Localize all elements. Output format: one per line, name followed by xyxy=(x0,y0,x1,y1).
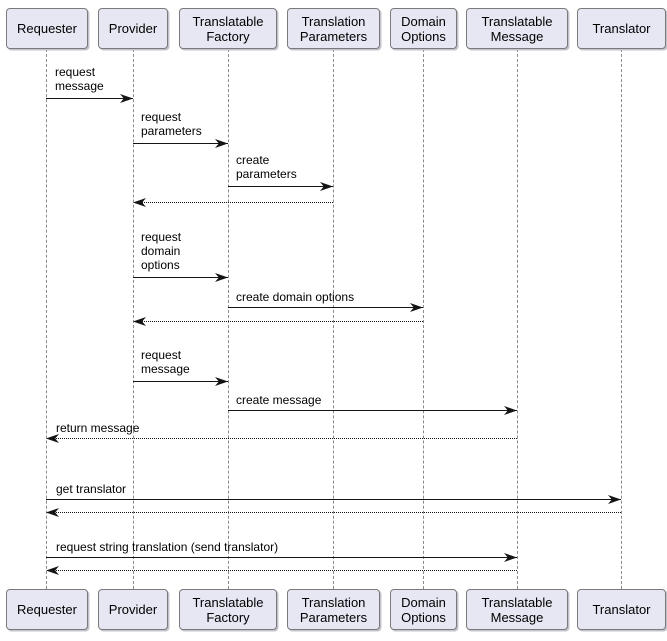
lifeline-requester xyxy=(46,49,47,589)
participant-label: Translator xyxy=(592,21,651,36)
arrow-right-icon xyxy=(504,406,517,415)
arrow-right-icon xyxy=(504,553,517,562)
return-line xyxy=(47,438,517,439)
participant-bottom-translatable-message: Translatable Message xyxy=(466,589,568,630)
lifeline-translatable-factory xyxy=(228,49,229,589)
participant-label: Translatable Factory xyxy=(192,594,264,625)
message-label: create parameters xyxy=(236,153,297,181)
message-label: return message xyxy=(56,421,140,435)
message-line xyxy=(46,499,621,500)
participant-top-translatable-message: Translatable Message xyxy=(466,8,568,49)
return-line xyxy=(47,570,517,571)
lifeline-translation-parameters xyxy=(333,49,334,589)
arrow-right-icon xyxy=(215,377,228,386)
participant-label: Translation Parameters xyxy=(299,13,368,44)
message-line xyxy=(133,277,228,278)
participant-top-requester: Requester xyxy=(6,8,88,49)
participant-label: Translatable Message xyxy=(481,13,553,44)
arrow-left-icon xyxy=(133,198,146,207)
arrow-left-icon xyxy=(46,434,59,443)
participant-bottom-translation-parameters: Translation Parameters xyxy=(287,589,380,630)
message-label: request domain options xyxy=(141,230,182,272)
message-label: request string translation (send transla… xyxy=(56,540,279,554)
message-line xyxy=(228,307,423,308)
arrow-right-icon xyxy=(320,182,333,191)
participant-label: Provider xyxy=(108,602,158,617)
message-line xyxy=(133,143,228,144)
return-line xyxy=(134,321,423,322)
message-line xyxy=(46,557,517,558)
participant-top-domain-options: Domain Options xyxy=(390,8,457,49)
participant-label: Requester xyxy=(17,602,77,617)
participant-label: Requester xyxy=(17,21,77,36)
arrow-left-icon xyxy=(46,508,59,517)
message-line xyxy=(46,98,133,99)
participant-label: Translation Parameters xyxy=(299,594,368,625)
arrow-left-icon xyxy=(46,566,59,575)
arrow-right-icon xyxy=(410,303,423,312)
arrow-left-icon xyxy=(133,317,146,326)
return-line xyxy=(134,202,333,203)
message-label: request message xyxy=(55,65,104,93)
participant-bottom-translatable-factory: Translatable Factory xyxy=(179,589,277,630)
participant-bottom-domain-options: Domain Options xyxy=(390,589,457,630)
message-line xyxy=(133,381,228,382)
participant-top-translator: Translator xyxy=(577,8,666,49)
message-label: request parameters xyxy=(141,110,202,138)
arrow-right-icon xyxy=(215,273,228,282)
participant-label: Domain Options xyxy=(401,594,446,625)
message-label: get translator xyxy=(56,482,127,496)
participant-label: Translator xyxy=(592,602,651,617)
message-label: create domain options xyxy=(236,290,355,304)
participant-bottom-translator: Translator xyxy=(577,589,666,630)
participant-bottom-provider: Provider xyxy=(98,589,168,630)
participant-label: Translatable Factory xyxy=(192,13,264,44)
message-line xyxy=(228,186,333,187)
participant-label: Translatable Message xyxy=(481,594,553,625)
lifeline-provider xyxy=(133,49,134,589)
arrow-right-icon xyxy=(120,94,133,103)
participant-top-translation-parameters: Translation Parameters xyxy=(287,8,380,49)
return-line xyxy=(47,512,621,513)
participant-top-translatable-factory: Translatable Factory xyxy=(179,8,277,49)
participant-bottom-requester: Requester xyxy=(6,589,88,630)
arrow-right-icon xyxy=(215,139,228,148)
lifeline-translatable-message xyxy=(517,49,518,589)
participant-label: Provider xyxy=(108,21,158,36)
participant-label: Domain Options xyxy=(401,13,446,44)
message-label: create message xyxy=(236,393,322,407)
lifeline-translator xyxy=(621,49,622,589)
message-label: request message xyxy=(141,348,190,376)
lifeline-domain-options xyxy=(423,49,424,589)
arrow-right-icon xyxy=(608,495,621,504)
message-line xyxy=(228,410,517,411)
participant-top-provider: Provider xyxy=(98,8,168,49)
